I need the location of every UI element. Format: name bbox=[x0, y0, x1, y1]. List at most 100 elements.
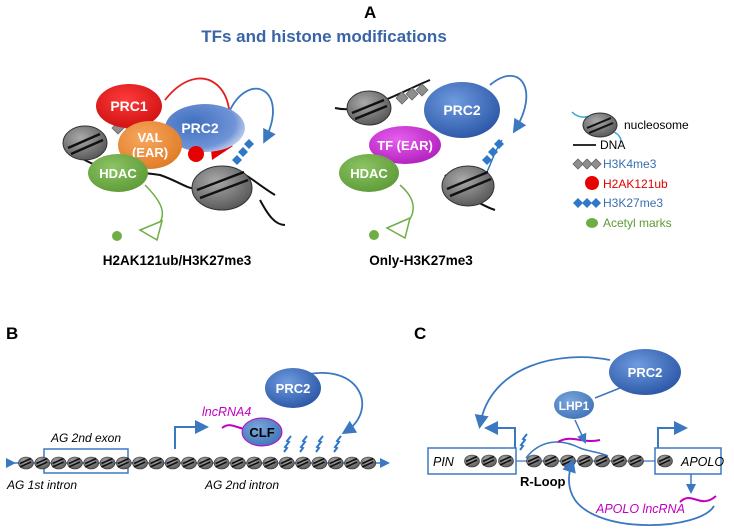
nucleosome-icon bbox=[346, 90, 392, 126]
apolo-tss-arrow bbox=[657, 421, 688, 448]
nucleosome-icon bbox=[611, 454, 627, 468]
h3k27me3-mark bbox=[299, 435, 308, 453]
middle-complex-caption: Only-H3K27me3 bbox=[369, 253, 473, 268]
nucleosome-icon bbox=[628, 454, 644, 468]
prc2-loop-arrow-left bbox=[229, 87, 276, 144]
nucleosome-icon bbox=[197, 456, 214, 470]
nucleosome-icon bbox=[526, 454, 542, 468]
panel-label-a: A bbox=[364, 3, 376, 22]
nucleosome-icon bbox=[164, 456, 181, 470]
prc2-loop-arrow-b bbox=[299, 372, 364, 435]
nucleosome-icon bbox=[311, 456, 328, 470]
nucleosome-icon bbox=[50, 456, 67, 470]
apolo-lncrna-strand bbox=[679, 495, 717, 503]
nucleosome-icon bbox=[571, 111, 622, 143]
nucleosome-icon bbox=[295, 456, 311, 470]
ag-2nd-intron-label: AG 2nd intron bbox=[204, 478, 279, 492]
nucleosome-icon bbox=[191, 165, 253, 211]
nucleosome-icon bbox=[246, 456, 262, 470]
gray-diamonds-icon bbox=[572, 158, 602, 170]
lncrna4-label: lncRNA4 bbox=[202, 405, 251, 419]
h3k27me3-mark bbox=[333, 435, 342, 453]
nucleosome-icon bbox=[327, 456, 344, 470]
apolo-lncrna-label: APOLO lncRNA bbox=[595, 502, 685, 516]
nucleosome-icon bbox=[360, 456, 377, 470]
nucleosome-icon bbox=[132, 456, 148, 470]
nucleosome-icon bbox=[543, 454, 559, 468]
hdac-middle-label: HDAC bbox=[350, 166, 388, 181]
prc2-lhp1-connector bbox=[594, 387, 621, 399]
hdac-middle-ellipse bbox=[339, 154, 399, 192]
nucleosome-icon bbox=[62, 125, 108, 161]
prc2-middle-ellipse bbox=[424, 82, 500, 138]
h3k27me3-marks-left bbox=[232, 139, 254, 165]
legend: nucleosome DNA H3K4me3 H2AK121ub H3K27me… bbox=[571, 111, 689, 230]
nucleosome-icon bbox=[99, 456, 116, 470]
legend-nucleosome-label: nucleosome bbox=[624, 118, 689, 132]
ag-1st-intron-label: AG 1st intron bbox=[6, 478, 77, 492]
nucleosome-icon bbox=[181, 456, 197, 470]
lhp1-ellipse bbox=[554, 391, 594, 419]
val-label-line2: (EAR) bbox=[132, 145, 168, 160]
pin-label: PIN bbox=[433, 455, 455, 469]
nucleosome-icon bbox=[560, 454, 576, 468]
hdac-left-ellipse bbox=[88, 154, 148, 192]
nucleosome-icon bbox=[213, 456, 230, 470]
nucleosome-icon bbox=[594, 454, 610, 468]
nucleosome-icon bbox=[441, 165, 495, 207]
nucleosome-icon bbox=[657, 454, 673, 468]
nucleosome-icon bbox=[498, 454, 514, 468]
prc2-loop-arrow-middle bbox=[489, 74, 528, 134]
acetyl-dot-middle bbox=[369, 230, 379, 240]
panel-label-c: C bbox=[414, 324, 426, 343]
panel-b-nucleosome-row bbox=[18, 456, 377, 470]
nucleosome-icon bbox=[278, 456, 295, 470]
nucleosome-icon bbox=[262, 456, 279, 470]
prc2-to-pin-arrow bbox=[474, 356, 611, 429]
acetyl-dot-left bbox=[112, 231, 122, 241]
nucleosome-icon bbox=[481, 454, 497, 468]
blue-diamonds-icon bbox=[573, 198, 601, 208]
h3k27me3-marks-middle bbox=[482, 139, 504, 165]
nucleosome-icon bbox=[577, 454, 593, 468]
hdac-left-label: HDAC bbox=[99, 166, 137, 181]
clf-label: CLF bbox=[249, 425, 274, 440]
panel-a-title: TFs and histone modifications bbox=[201, 27, 447, 46]
red-dot-icon bbox=[585, 176, 599, 190]
green-dot-icon bbox=[586, 218, 598, 228]
tf-label: TF (EAR) bbox=[377, 138, 433, 153]
hdac-open-arrowhead-middle bbox=[385, 216, 412, 240]
legend-h2ak121ub-label: H2AK121ub bbox=[603, 177, 668, 191]
nucleosome-icon bbox=[230, 456, 246, 470]
legend-h3k4me3-label: H3K4me3 bbox=[603, 157, 657, 171]
apolo-label: APOLO bbox=[680, 455, 724, 469]
lncrna-return-arrow bbox=[562, 458, 715, 527]
h3k4me3-marks-middle bbox=[395, 83, 429, 105]
hdac-open-arrowhead bbox=[138, 219, 164, 242]
nucleosome-icon bbox=[18, 456, 34, 470]
nucleosome-icon bbox=[34, 456, 51, 470]
pin-tss-arrow bbox=[484, 421, 516, 448]
h3k27me3-mark bbox=[519, 433, 528, 451]
nucleosome-icon bbox=[116, 456, 132, 470]
panel-b-h3k27me3-marks bbox=[283, 435, 342, 453]
lhp1-to-loop-arrow bbox=[574, 419, 587, 444]
nucleosome-icon bbox=[148, 456, 165, 470]
legend-h3k27me3-label: H3K27me3 bbox=[603, 196, 663, 210]
prc2-b-label: PRC2 bbox=[276, 381, 311, 396]
prc2-middle-label: PRC2 bbox=[443, 102, 481, 118]
nucleosome-icon bbox=[464, 454, 480, 468]
nucleosome-icon bbox=[344, 456, 360, 470]
prc2-c-ellipse bbox=[609, 349, 681, 395]
h2ak121ub-dot-left bbox=[188, 146, 204, 162]
prc2-b-ellipse bbox=[265, 368, 321, 408]
h3k27me3-mark bbox=[315, 435, 324, 453]
r-loop-bubble bbox=[525, 441, 609, 459]
prc2-c-label: PRC2 bbox=[628, 365, 663, 380]
tss-arrow-b bbox=[174, 420, 209, 449]
panel-label-b: B bbox=[6, 324, 18, 343]
lhp1-label: LHP1 bbox=[559, 399, 590, 413]
ag-2nd-exon-label: AG 2nd exon bbox=[50, 431, 121, 445]
tf-ellipse bbox=[369, 126, 441, 164]
